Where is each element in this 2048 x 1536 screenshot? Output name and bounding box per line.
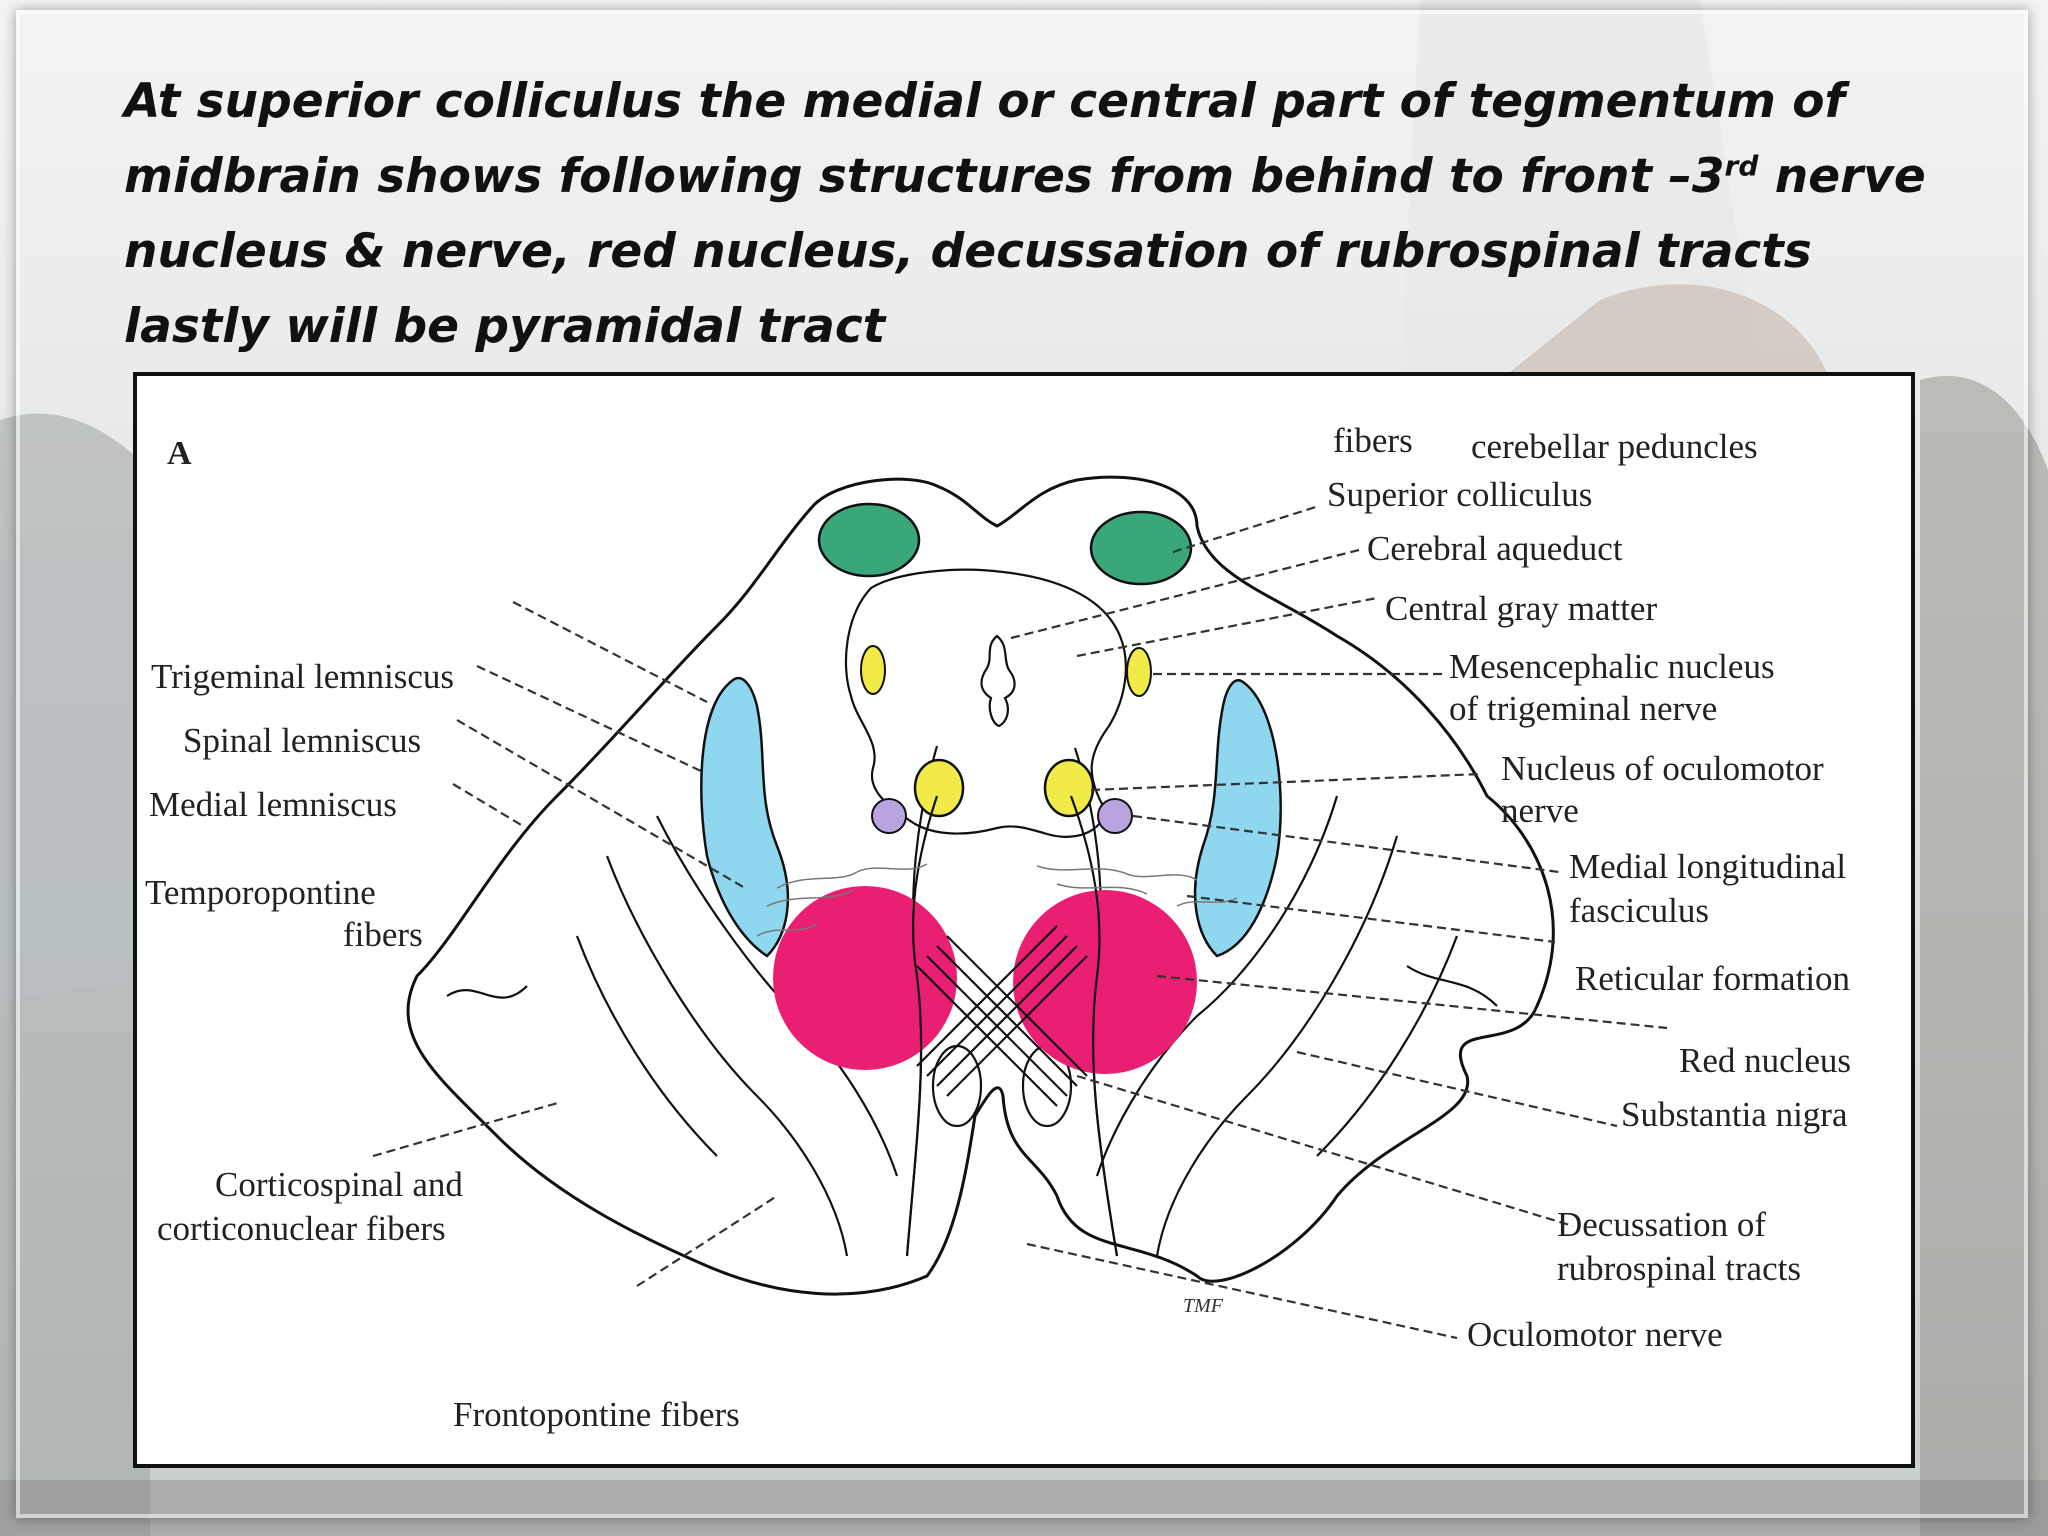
label-oculomotor-nucleus: Nucleus of oculomotor — [1501, 749, 1824, 788]
label-medial-lemniscus: Medial lemniscus — [149, 785, 397, 824]
midbrain-diagram: A — [133, 372, 1915, 1468]
lemniscus-right — [1193, 679, 1282, 958]
label-reticular-formation: Reticular formation — [1575, 959, 1850, 998]
label-corticospinal: Corticospinal and — [215, 1165, 463, 1204]
label-cerebellar-peduncles: cerebellar peduncles — [1471, 427, 1758, 466]
label-mlf-2: fasciculus — [1569, 891, 1709, 930]
panel-letter: A — [167, 435, 192, 472]
midbrain-outline — [406, 475, 1555, 1296]
superior-colliculus-left — [817, 502, 921, 578]
artist-mark: TMF — [1183, 1295, 1224, 1317]
label-fibers-top: fibers — [1333, 421, 1413, 460]
label-trigeminal-lemniscus: Trigeminal lemniscus — [151, 657, 454, 696]
label-mesencephalic-nucleus-2: of trigeminal nerve — [1449, 689, 1717, 728]
red-nucleus-right — [1013, 890, 1197, 1074]
slide-title: At superior colliculus the medial or cen… — [124, 74, 1926, 354]
lemniscus-left — [700, 676, 790, 958]
label-temporopontine-2: fibers — [343, 915, 423, 954]
label-mlf: Medial longitudinal — [1569, 847, 1846, 886]
label-cerebral-aqueduct: Cerebral aqueduct — [1367, 529, 1623, 568]
superior-colliculus-right — [1089, 510, 1193, 586]
label-oculomotor-nucleus-2: nerve — [1501, 791, 1579, 830]
mesencephalic-nucleus-left — [860, 645, 886, 695]
oculomotor-nucleus-right — [1043, 758, 1095, 818]
midbrain-section-svg: A — [145, 421, 1851, 1434]
leader-lines — [372, 504, 1668, 1340]
rubrospinal-decussation — [916, 925, 1088, 1107]
label-decussation-2: rubrospinal tracts — [1557, 1249, 1801, 1288]
mlf-left — [871, 798, 907, 834]
label-superior-colliculus: Superior colliculus — [1327, 475, 1592, 514]
label-frontopontine: Frontopontine fibers — [453, 1395, 740, 1434]
label-substantia-nigra: Substantia nigra — [1621, 1095, 1848, 1134]
label-central-gray-matter: Central gray matter — [1385, 589, 1657, 628]
mlf-right — [1097, 798, 1133, 834]
label-red-nucleus: Red nucleus — [1679, 1041, 1851, 1080]
label-mesencephalic-nucleus: Mesencephalic nucleus — [1449, 647, 1775, 686]
label-corticospinal-2: corticonuclear fibers — [157, 1209, 446, 1248]
label-temporopontine: Temporopontine — [145, 873, 376, 912]
label-oculomotor-nerve: Oculomotor nerve — [1467, 1315, 1723, 1354]
red-nucleus-left — [773, 886, 957, 1070]
label-spinal-lemniscus: Spinal lemniscus — [183, 721, 421, 760]
oculomotor-nucleus-left — [913, 758, 965, 818]
mesencephalic-nucleus-right — [1126, 647, 1152, 697]
reticular-formation-stipple — [756, 863, 1238, 937]
label-decussation: Decussation of — [1557, 1205, 1766, 1244]
